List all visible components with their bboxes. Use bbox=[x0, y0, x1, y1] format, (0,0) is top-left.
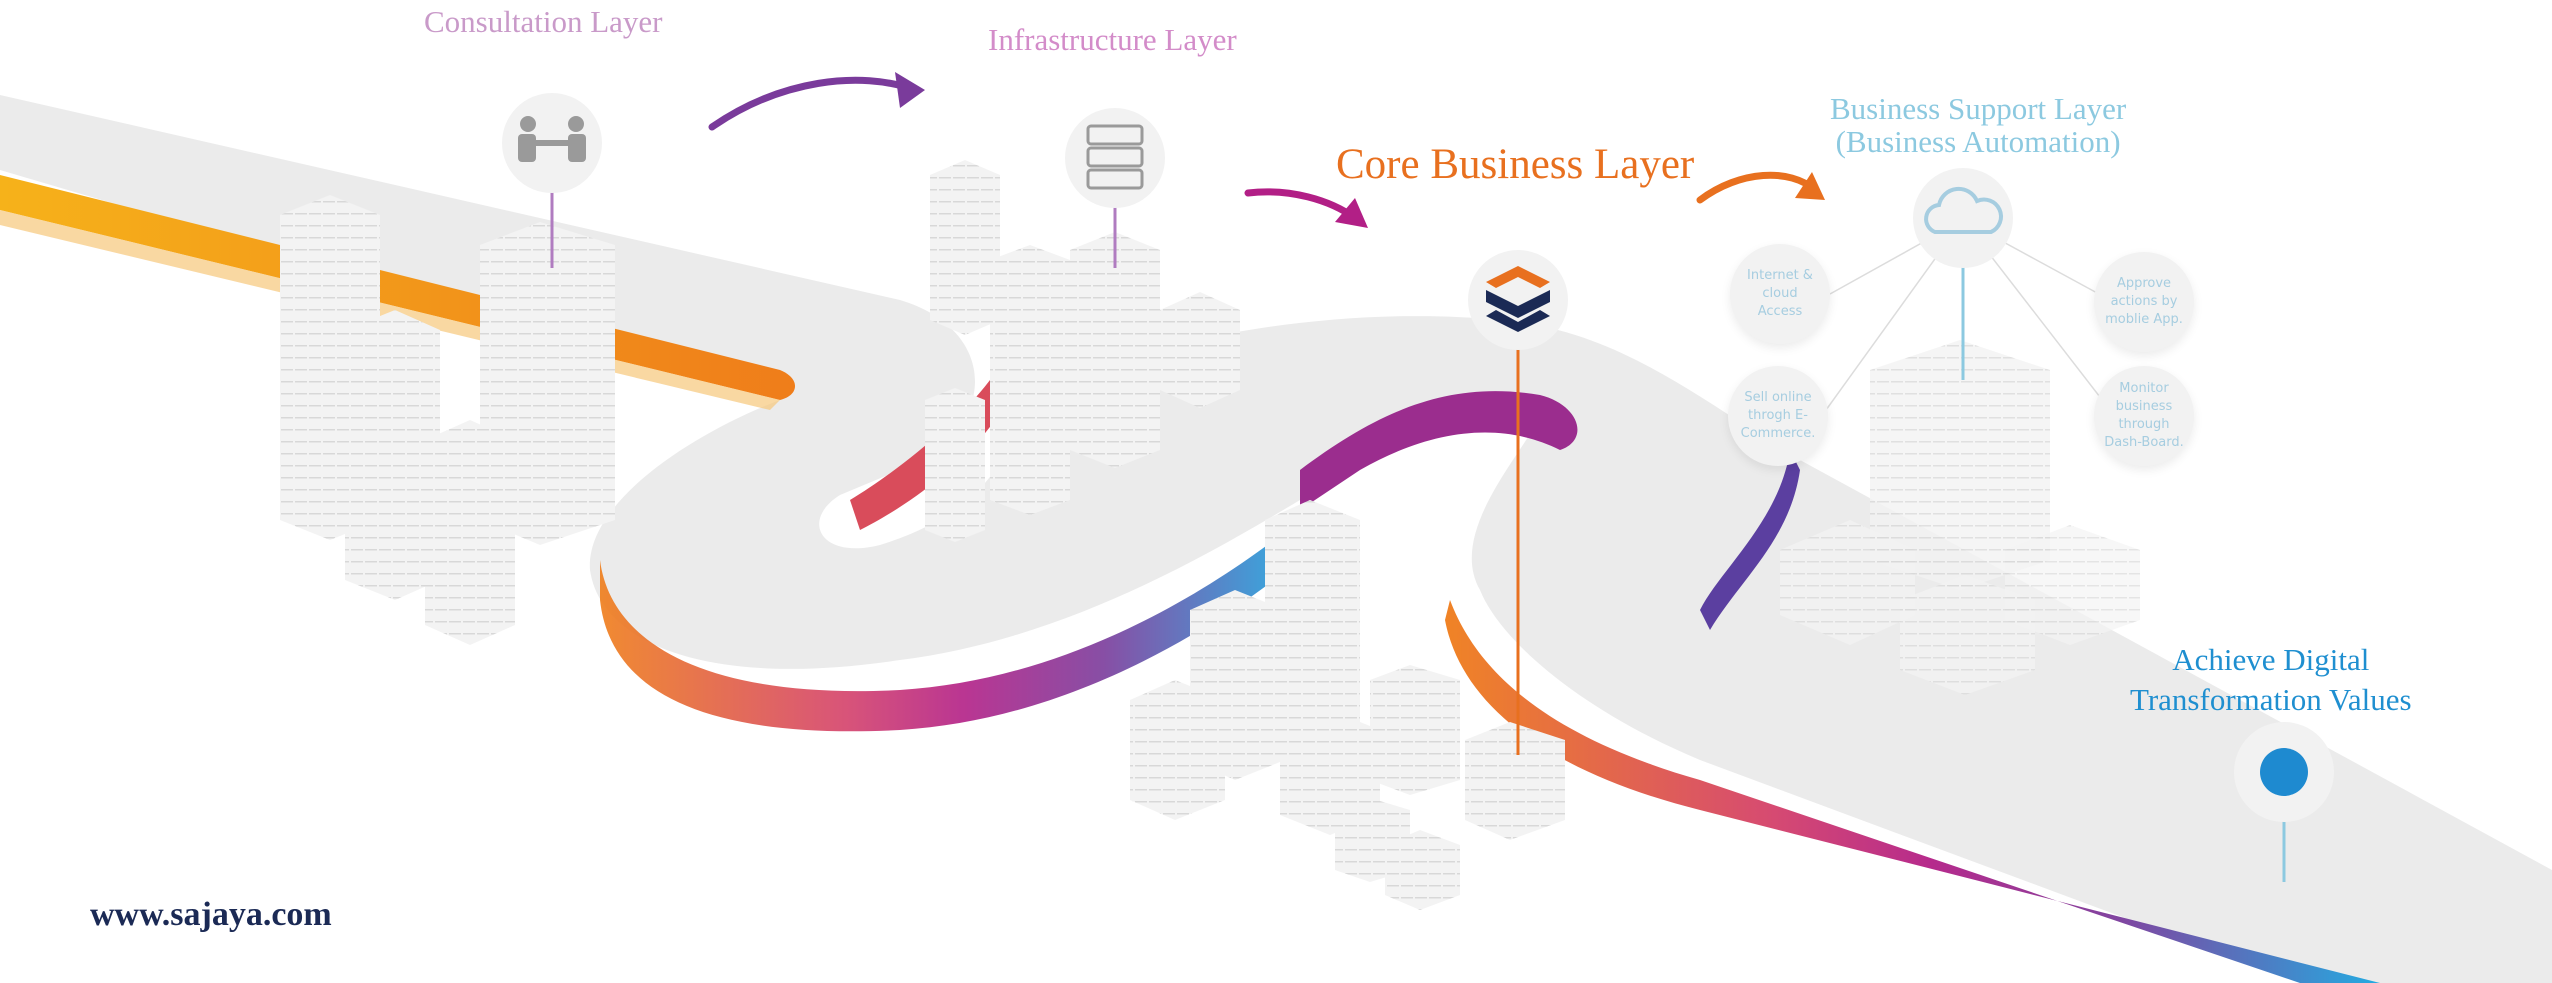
buildings-support bbox=[1780, 340, 2140, 695]
meeting-icon bbox=[502, 93, 602, 193]
achieve-values-title: Achieve Digital Transformation Values bbox=[2130, 640, 2412, 720]
support-title-line1: Business Support Layer bbox=[1830, 91, 2127, 126]
buildings-core bbox=[1130, 500, 1565, 910]
server-icon bbox=[1065, 108, 1165, 208]
infrastructure-layer-title: Infrastructure Layer bbox=[988, 22, 1237, 57]
pin-stems bbox=[550, 190, 2286, 882]
core-business-layer-title: Core Business Layer bbox=[1336, 141, 1695, 188]
target-dot-icon bbox=[2234, 722, 2334, 822]
support-title-line2: (Business Automation) bbox=[1835, 124, 2121, 159]
feature-approve-actions: Approve actions by moblie App. bbox=[2094, 252, 2194, 352]
feature-internet-cloud: Internet & cloud Access bbox=[1730, 244, 1830, 344]
sajaya-logo-icon bbox=[1468, 250, 1568, 350]
feature-monitor-dashboard: Monitor business through Dash-Board. bbox=[2094, 366, 2194, 466]
flow-arrows bbox=[708, 72, 1825, 228]
achieve-title-line1: Achieve Digital bbox=[2172, 642, 2370, 677]
cloud-icon bbox=[1913, 168, 2013, 268]
feature-sell-online: Sell online throgh E-Commerce. bbox=[1728, 366, 1828, 466]
business-support-layer-title: Business Support Layer (Business Automat… bbox=[1830, 92, 2126, 158]
website-link[interactable]: www.sajaya.com bbox=[90, 896, 332, 933]
buildings-consultation bbox=[280, 195, 615, 645]
buildings-infrastructure bbox=[925, 160, 1240, 542]
achieve-title-line2: Transformation Values bbox=[2130, 682, 2412, 717]
consultation-layer-title: Consultation Layer bbox=[424, 4, 663, 39]
